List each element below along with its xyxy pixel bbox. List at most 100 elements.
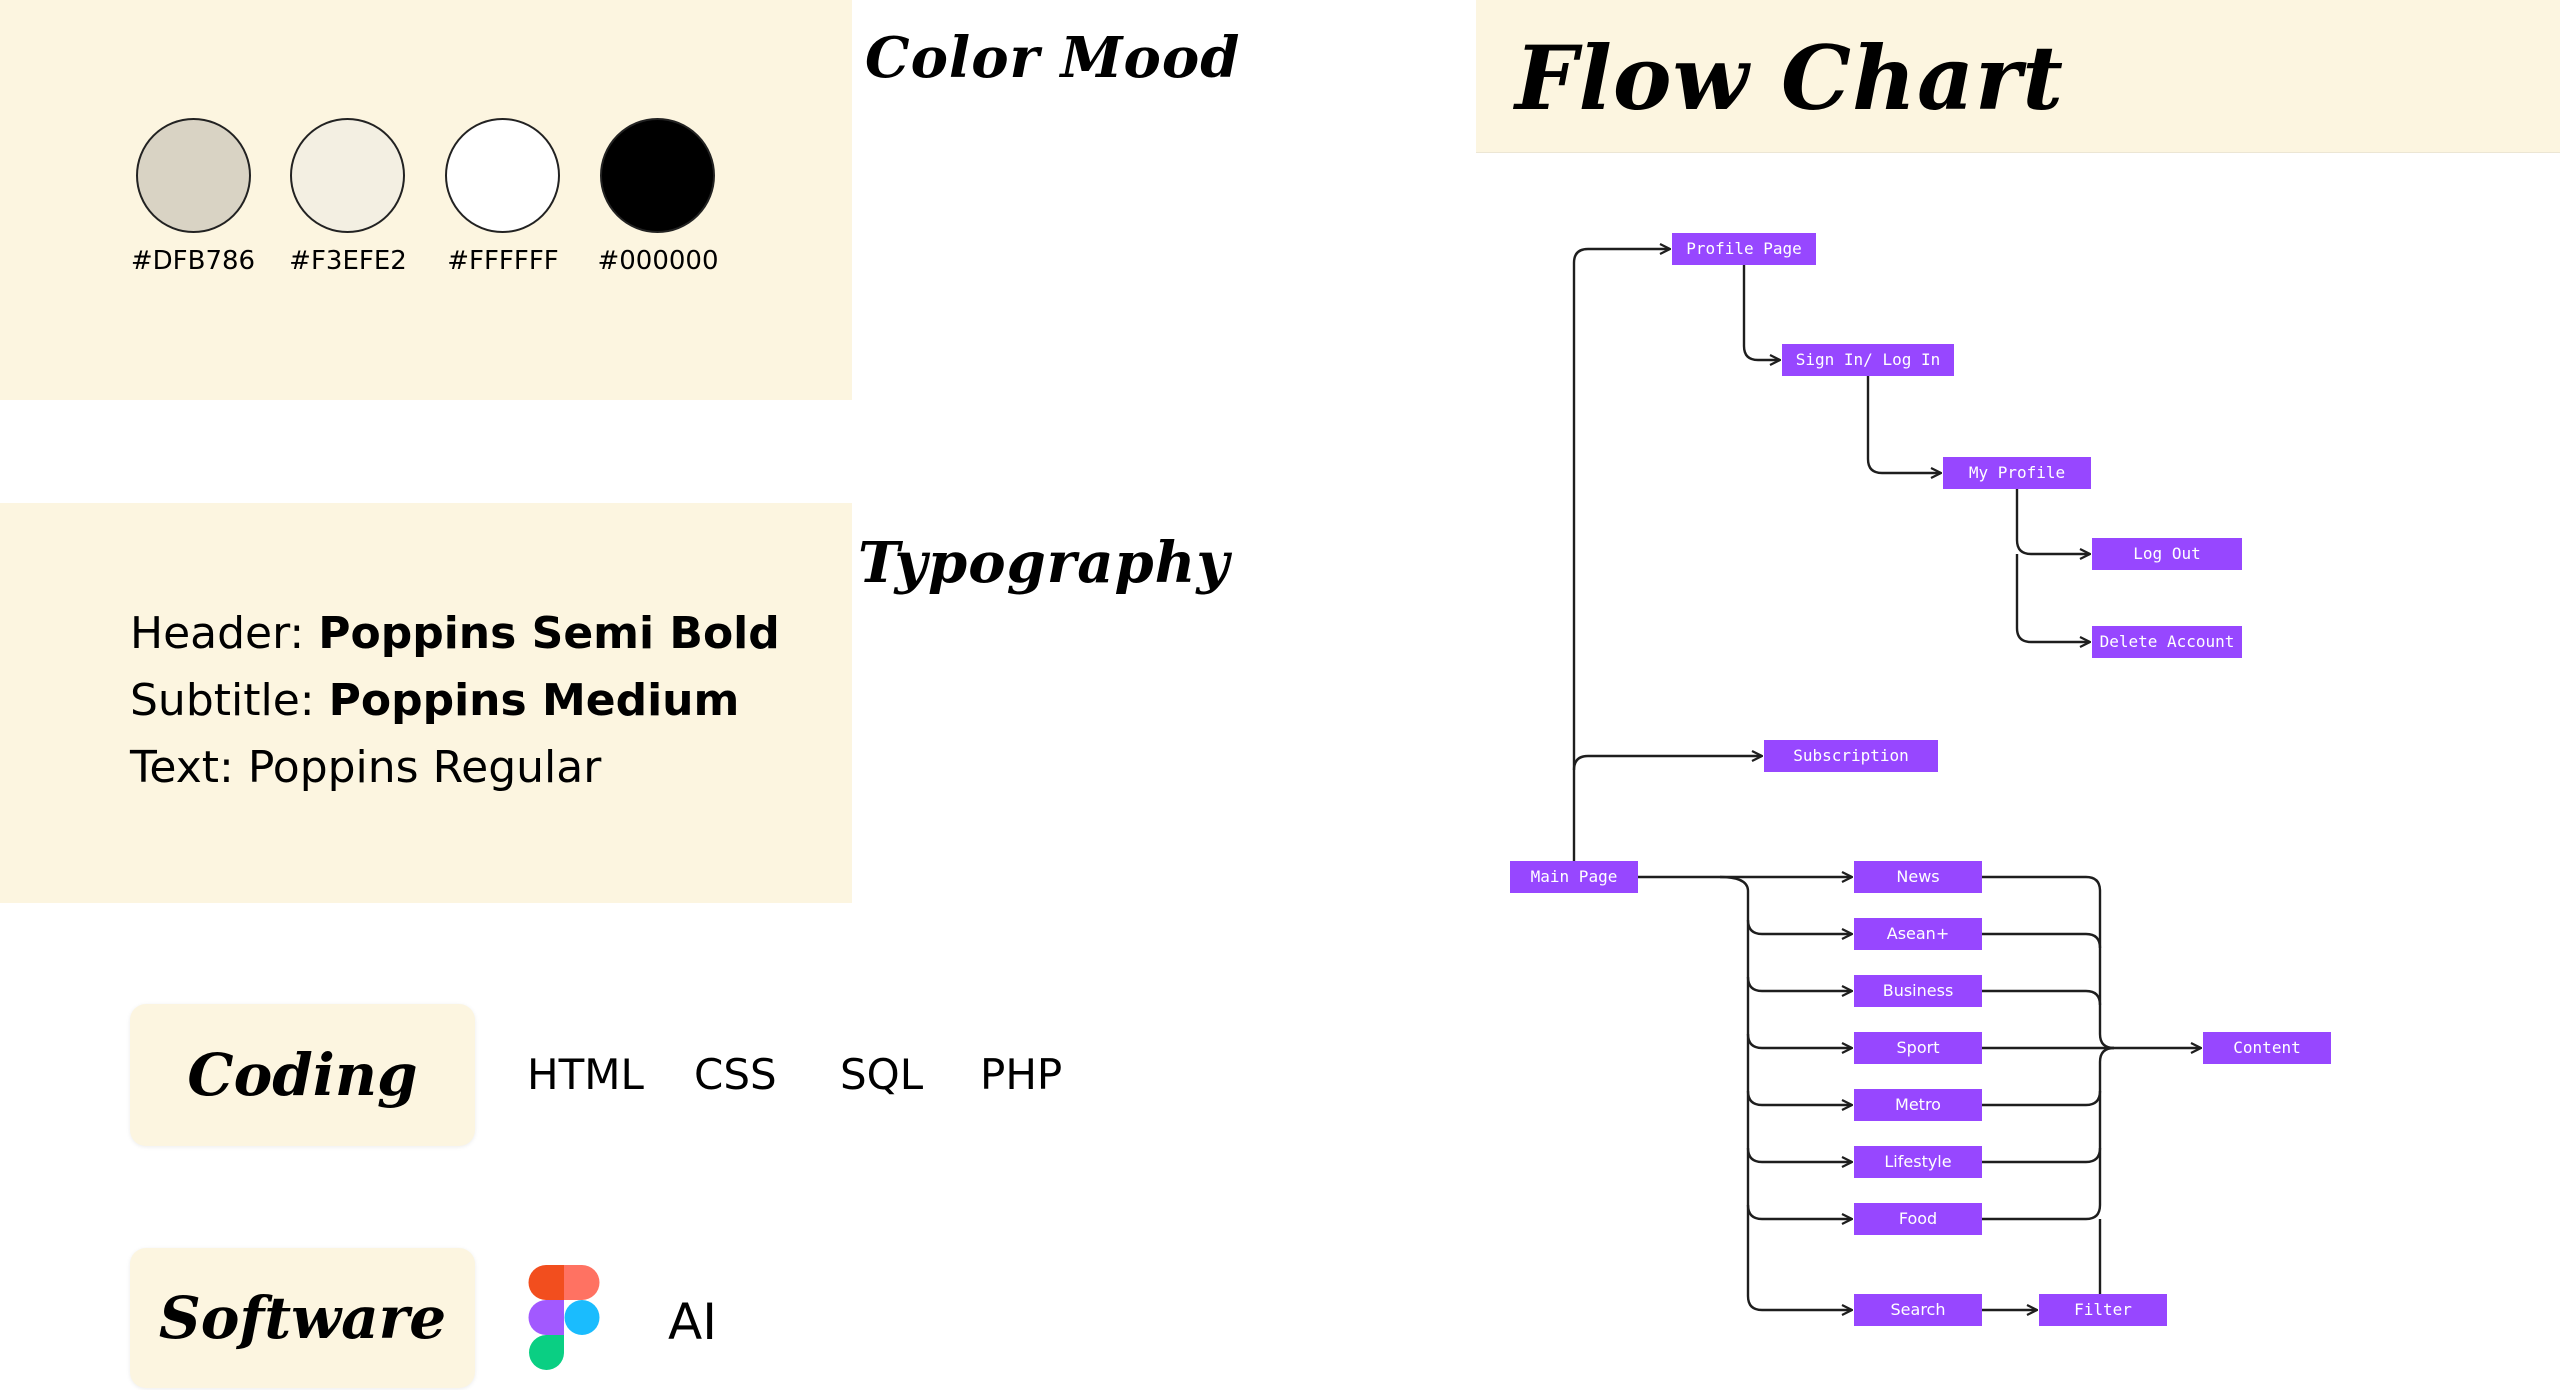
flow-node-box <box>1854 1146 1982 1178</box>
flow-edge-business-content <box>1982 989 2102 1006</box>
swatch-3 <box>600 118 715 233</box>
software-item-ai: AI <box>668 1293 717 1351</box>
flow-node-label: Subscription <box>1793 746 1909 765</box>
flow-edge-main-lifestyle <box>1746 1147 1852 1162</box>
typography-title: Typography <box>858 530 1230 596</box>
flow-node-box <box>2092 538 2242 570</box>
flow-node-label: Sign In/ Log In <box>1796 350 1941 369</box>
flow-edge-myprofile-delete <box>2015 554 2090 642</box>
flow-edge-news-content <box>1982 875 2102 892</box>
flow-edge-main-asean <box>1746 919 1852 934</box>
coding-item-html: HTML <box>527 1050 644 1099</box>
flow-node-profile: Profile Page <box>1672 233 1816 265</box>
flow-node-box <box>1943 457 2091 489</box>
swatch-0 <box>136 118 251 233</box>
flow-edge-content-bus-top <box>2098 891 2115 1050</box>
flow-node-box <box>1854 1203 1982 1235</box>
flow-node-box <box>1782 344 1954 376</box>
typography-header-label: Header: <box>130 608 319 659</box>
flow-edge-food-content <box>1982 1204 2102 1221</box>
flow-node-box <box>2203 1032 2331 1064</box>
figma-logo-icon <box>528 1265 600 1370</box>
flow-edge-main-food <box>1746 1204 1852 1219</box>
flow-edge-metro-content <box>1982 1090 2102 1107</box>
flow-edge-asean-content <box>1982 932 2102 949</box>
typography-text-value: Poppins Regular <box>247 742 602 793</box>
software-label: Software <box>130 1248 475 1388</box>
flow-node-asean: Asean+ <box>1854 918 1982 950</box>
flow-edge-lifestyle-content <box>1982 1147 2102 1164</box>
swatch-1 <box>290 118 405 233</box>
typography-header-value: Poppins Semi Bold <box>318 608 780 659</box>
flow-node-box <box>1854 918 1982 950</box>
flow-node-label: News <box>1896 867 1939 886</box>
flow-node-label: Metro <box>1895 1095 1941 1114</box>
flow-edge-main-sport <box>1746 1033 1852 1048</box>
flow-node-delete: Delete Account <box>2092 626 2242 658</box>
flow-node-metro: Metro <box>1854 1089 1982 1121</box>
flow-node-label: Profile Page <box>1686 239 1802 258</box>
flow-node-label: Filter <box>2074 1300 2132 1319</box>
flow-node-news: News <box>1854 861 1982 893</box>
swatch-2 <box>445 118 560 233</box>
flow-edge-main-profile <box>1572 249 1670 861</box>
flow-node-label: My Profile <box>1969 463 2065 482</box>
swatch-label-1: #F3EFE2 <box>289 246 407 276</box>
typography-header-line: Header: Poppins Semi Bold <box>130 608 780 659</box>
flow-node-business: Business <box>1854 975 1982 1007</box>
flow-edge-main-metro <box>1746 1090 1852 1105</box>
flow-node-filter: Filter <box>2039 1294 2167 1326</box>
flow-node-box <box>1672 233 1816 265</box>
flow-node-sport: Sport <box>1854 1032 1982 1064</box>
swatch-label-2: #FFFFFF <box>447 246 559 276</box>
flow-edge-content-bus-bottom <box>2098 1046 2115 1205</box>
flow-edge-myprofile-logout <box>2015 489 2090 554</box>
flow-chart-title: Flow Chart <box>1515 26 2065 130</box>
swatch-label-3: #000000 <box>597 246 719 276</box>
flow-node-box <box>2092 626 2242 658</box>
flow-node-food: Food <box>1854 1203 1982 1235</box>
flow-node-label: Search <box>1891 1300 1946 1319</box>
typography-subtitle-value: Poppins Medium <box>328 675 740 726</box>
flow-node-myprofile: My Profile <box>1943 457 2091 489</box>
flow-node-search: Search <box>1854 1294 1982 1326</box>
flow-node-box <box>1510 861 1638 893</box>
flow-node-label: Main Page <box>1531 867 1618 886</box>
flow-node-label: Lifestyle <box>1884 1152 1951 1171</box>
flow-node-content: Content <box>2203 1032 2331 1064</box>
flow-node-box <box>1854 861 1982 893</box>
typography-subtitle-line: Subtitle: Poppins Medium <box>130 675 739 726</box>
flow-node-box <box>2039 1294 2167 1326</box>
flow-edge-main-bus <box>1719 875 1750 1296</box>
flow-edge-profile-signin <box>1742 265 1780 360</box>
flow-edge-main-business <box>1746 976 1852 991</box>
typography-panel <box>0 503 852 903</box>
flow-node-lifestyle: Lifestyle <box>1854 1146 1982 1178</box>
flow-edge-main-search <box>1746 1295 1852 1310</box>
color-mood-title: Color Mood <box>865 25 1241 91</box>
flow-node-subscription: Subscription <box>1764 740 1938 772</box>
typography-text-line: Text: Poppins Regular <box>130 742 601 793</box>
flow-node-label: Sport <box>1897 1038 1940 1057</box>
swatch-label-0: #DFB786 <box>130 246 256 276</box>
flow-node-label: Log Out <box>2133 544 2200 563</box>
flow-node-box <box>1854 1089 1982 1121</box>
coding-item-css: CSS <box>694 1050 777 1099</box>
flow-node-box <box>1854 1032 1982 1064</box>
flow-node-box <box>1764 740 1938 772</box>
coding-item-sql: SQL <box>840 1050 924 1099</box>
flow-chart-header <box>1476 0 2560 153</box>
coding-label: Coding <box>130 1004 475 1146</box>
typography-text-label: Text: <box>130 742 248 793</box>
flow-edge-main-subscription <box>1572 756 1762 771</box>
flow-edge-signin-myprofile <box>1866 376 1941 473</box>
flow-node-label: Food <box>1899 1209 1937 1228</box>
typography-subtitle-label: Subtitle: <box>130 675 329 726</box>
flow-node-label: Asean+ <box>1887 924 1949 943</box>
flow-node-logout: Log Out <box>2092 538 2242 570</box>
flow-node-signin: Sign In/ Log In <box>1782 344 1954 376</box>
flow-node-box <box>1854 1294 1982 1326</box>
flow-node-main: Main Page <box>1510 861 1638 893</box>
flow-node-label: Business <box>1883 981 1954 1000</box>
